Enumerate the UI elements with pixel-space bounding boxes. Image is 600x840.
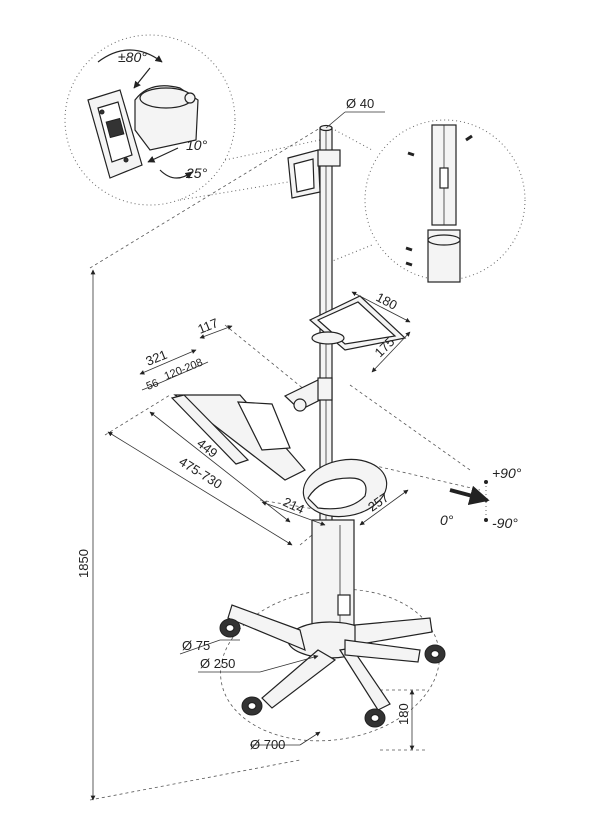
total-height-label: 1850 (76, 549, 91, 578)
minus-90-label: -90° (492, 515, 518, 531)
arm-offset-label: 117 (196, 315, 221, 337)
base-height-label: 180 (396, 703, 411, 725)
pole-detail-callout (329, 119, 526, 283)
rotation-indicator: +90° 0° -90° (440, 465, 522, 531)
hub-diameter-label: Ø 250 (200, 656, 235, 671)
tilt-side-angle-label: 25° (185, 165, 208, 181)
keyboard-depth-label: 321 (144, 347, 170, 369)
base-diameter-label: Ø 700 (250, 737, 285, 752)
caster-diameter-label: Ø 75 (182, 638, 210, 653)
plus-90-label: +90° (492, 465, 522, 481)
mount-detail-callout: ±80° 10° 25° (64, 34, 321, 206)
pole-diameter-label: Ø 40 (346, 96, 374, 111)
swivel-angle-label: ±80° (118, 49, 147, 65)
mouse-214-label: 214 (281, 494, 307, 517)
tilt-up-angle-label: 10° (186, 137, 208, 153)
tray-width-label: 180 (374, 289, 400, 312)
wheeled-base (219, 604, 446, 728)
small-56-label: 56 (145, 377, 161, 393)
zero-angle-label: 0° (440, 512, 454, 528)
keyboard-range-label: 475-730 (176, 454, 224, 492)
